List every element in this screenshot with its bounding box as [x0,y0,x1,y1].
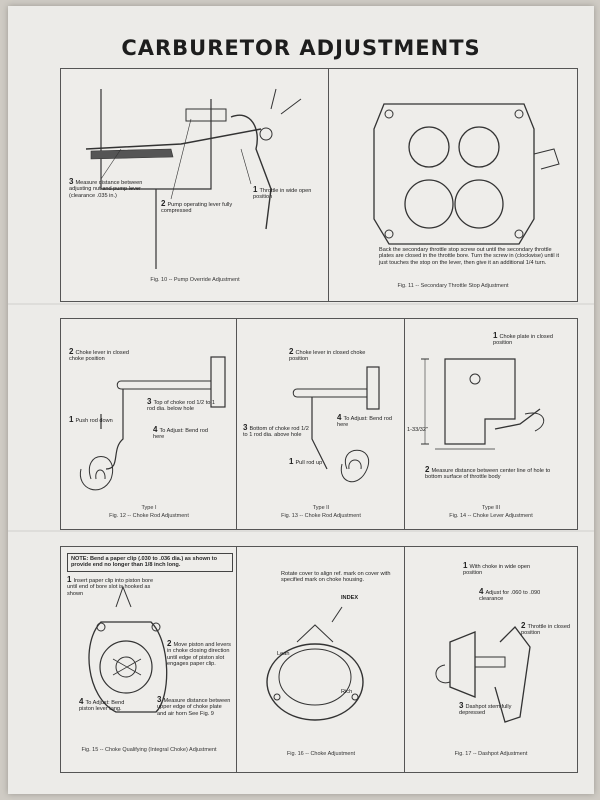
fig15-note: NOTE: Bend a paper clip (.030 to .036 di… [67,553,233,572]
choke-rod-type1-illustration [79,356,226,491]
fig16-index-label: INDEX [341,595,359,601]
choke-cover-illustration [266,606,364,721]
fig11-panel: Back the secondary throttle stop screw o… [328,68,578,302]
fig10-caption: Fig. 10 -- Pump Override Adjustment [150,277,240,283]
fig16-lean-label: Lean [277,651,290,657]
fig14-dimension: 1-33/32" [407,427,428,433]
carburetor-top-view-illustration [373,103,560,245]
fig15-caption: Fig. 15 -- Choke Qualifying (Integral Ch… [81,747,217,753]
fold-line [8,530,594,532]
fig11-caption: Fig. 11 -- Secondary Throttle Stop Adjus… [397,283,509,289]
choke-rod-type2-illustration [292,366,380,483]
page-title: CARBURETOR ADJUSTMENTS [121,36,481,60]
fig14-caption: Fig. 14 -- Choke Lever Adjustment [449,513,533,519]
fig12-type: Type I [141,505,157,511]
fig16-rich-label: Rich [341,689,353,695]
pump-linkage-illustration [85,88,302,269]
choke-lever-type3-illustration [421,358,545,450]
fig16-panel: Rotate cover to align ref. mark on cover… [236,546,406,773]
choke-qualifying-illustration [88,585,168,713]
fig12-caption: Fig. 12 -- Choke Rod Adjustment [109,513,189,519]
fig11-instructions: Back the secondary throttle stop screw o… [379,247,560,266]
fold-line [8,303,594,305]
fig15-panel: NOTE: Bend a paper clip (.030 to .036 di… [60,546,238,773]
fig16-instructions: Rotate cover to align ref. mark on cover… [281,571,391,584]
dashpot-illustration [435,626,531,723]
fig13-caption: Fig. 13 -- Choke Rod Adjustment [281,513,361,519]
fig17-caption: Fig. 17 -- Dashpot Adjustment [454,751,528,757]
fig14-type: Type III [481,505,501,511]
fig16-caption: Fig. 16 -- Choke Adjustment [286,751,356,757]
fig13-type: Type II [312,505,330,511]
